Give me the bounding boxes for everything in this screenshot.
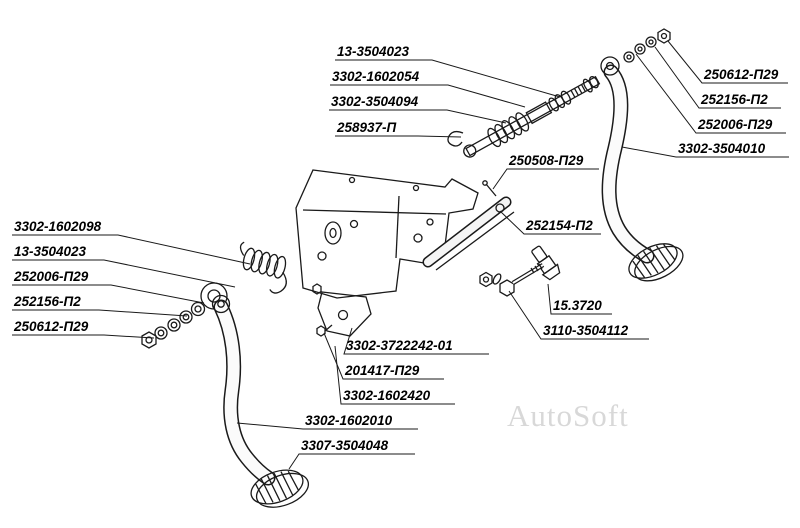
part-label: 3110-3504112	[543, 323, 629, 338]
brake-pedal	[600, 56, 684, 282]
part-label: 3302-3504010	[678, 141, 766, 156]
brake-light-switch	[531, 245, 561, 281]
switch-bolt	[479, 263, 545, 297]
part-labels: 13-3504023 3302-1602054 3302-3504094 258…	[13, 44, 779, 453]
part-label: 250508-П29	[508, 153, 584, 168]
part-label: 3307-3504048	[301, 438, 389, 453]
part-label: 13-3504023	[337, 44, 410, 59]
part-label: 258937-П	[336, 120, 397, 135]
part-label: 252006-П29	[13, 269, 89, 284]
part-label: 3302-1602010	[305, 413, 393, 428]
rod-spring-large	[487, 112, 530, 148]
part-label: 3302-3722242-01	[346, 338, 453, 353]
clevis-pin	[482, 180, 497, 197]
part-label: 15.3720	[553, 298, 602, 313]
part-label: 250612-П29	[13, 319, 89, 334]
part-label: 3302-3504094	[331, 94, 419, 109]
part-label: 252154-П2	[525, 218, 593, 233]
part-label: 252156-П2	[700, 92, 768, 107]
brake-pivot-washers	[623, 28, 671, 63]
rod-hook	[447, 130, 464, 147]
leader-lines	[12, 40, 789, 470]
clutch-pedal	[211, 294, 310, 508]
part-label: 252156-П2	[13, 294, 81, 309]
watermark: AutoSoft	[507, 398, 629, 433]
bracket-bolt-upper	[312, 283, 322, 295]
rod-spring-small	[548, 90, 572, 112]
pedal-bracket	[295, 169, 479, 299]
part-label: 3302-1602054	[332, 69, 420, 84]
rod-sleeve	[525, 101, 553, 125]
push-rod-assembly	[447, 75, 601, 158]
bracket-bolt-lower	[316, 325, 326, 337]
clutch-pedal-pad	[250, 469, 310, 508]
part-label: 13-3504023	[14, 244, 87, 259]
part-label: 201417-П29	[344, 363, 420, 378]
support-bracket	[312, 283, 372, 337]
part-label: 252006-П29	[697, 117, 773, 132]
part-label: 3302-1602420	[343, 388, 431, 403]
brake-pedal-pad	[628, 243, 684, 282]
clutch-return-spring	[239, 241, 287, 294]
pedal-shaft-lever	[422, 196, 515, 271]
part-label: 250612-П29	[703, 67, 779, 82]
part-label: 3302-1602098	[14, 219, 102, 234]
pedal-assembly-drawing	[141, 28, 684, 508]
